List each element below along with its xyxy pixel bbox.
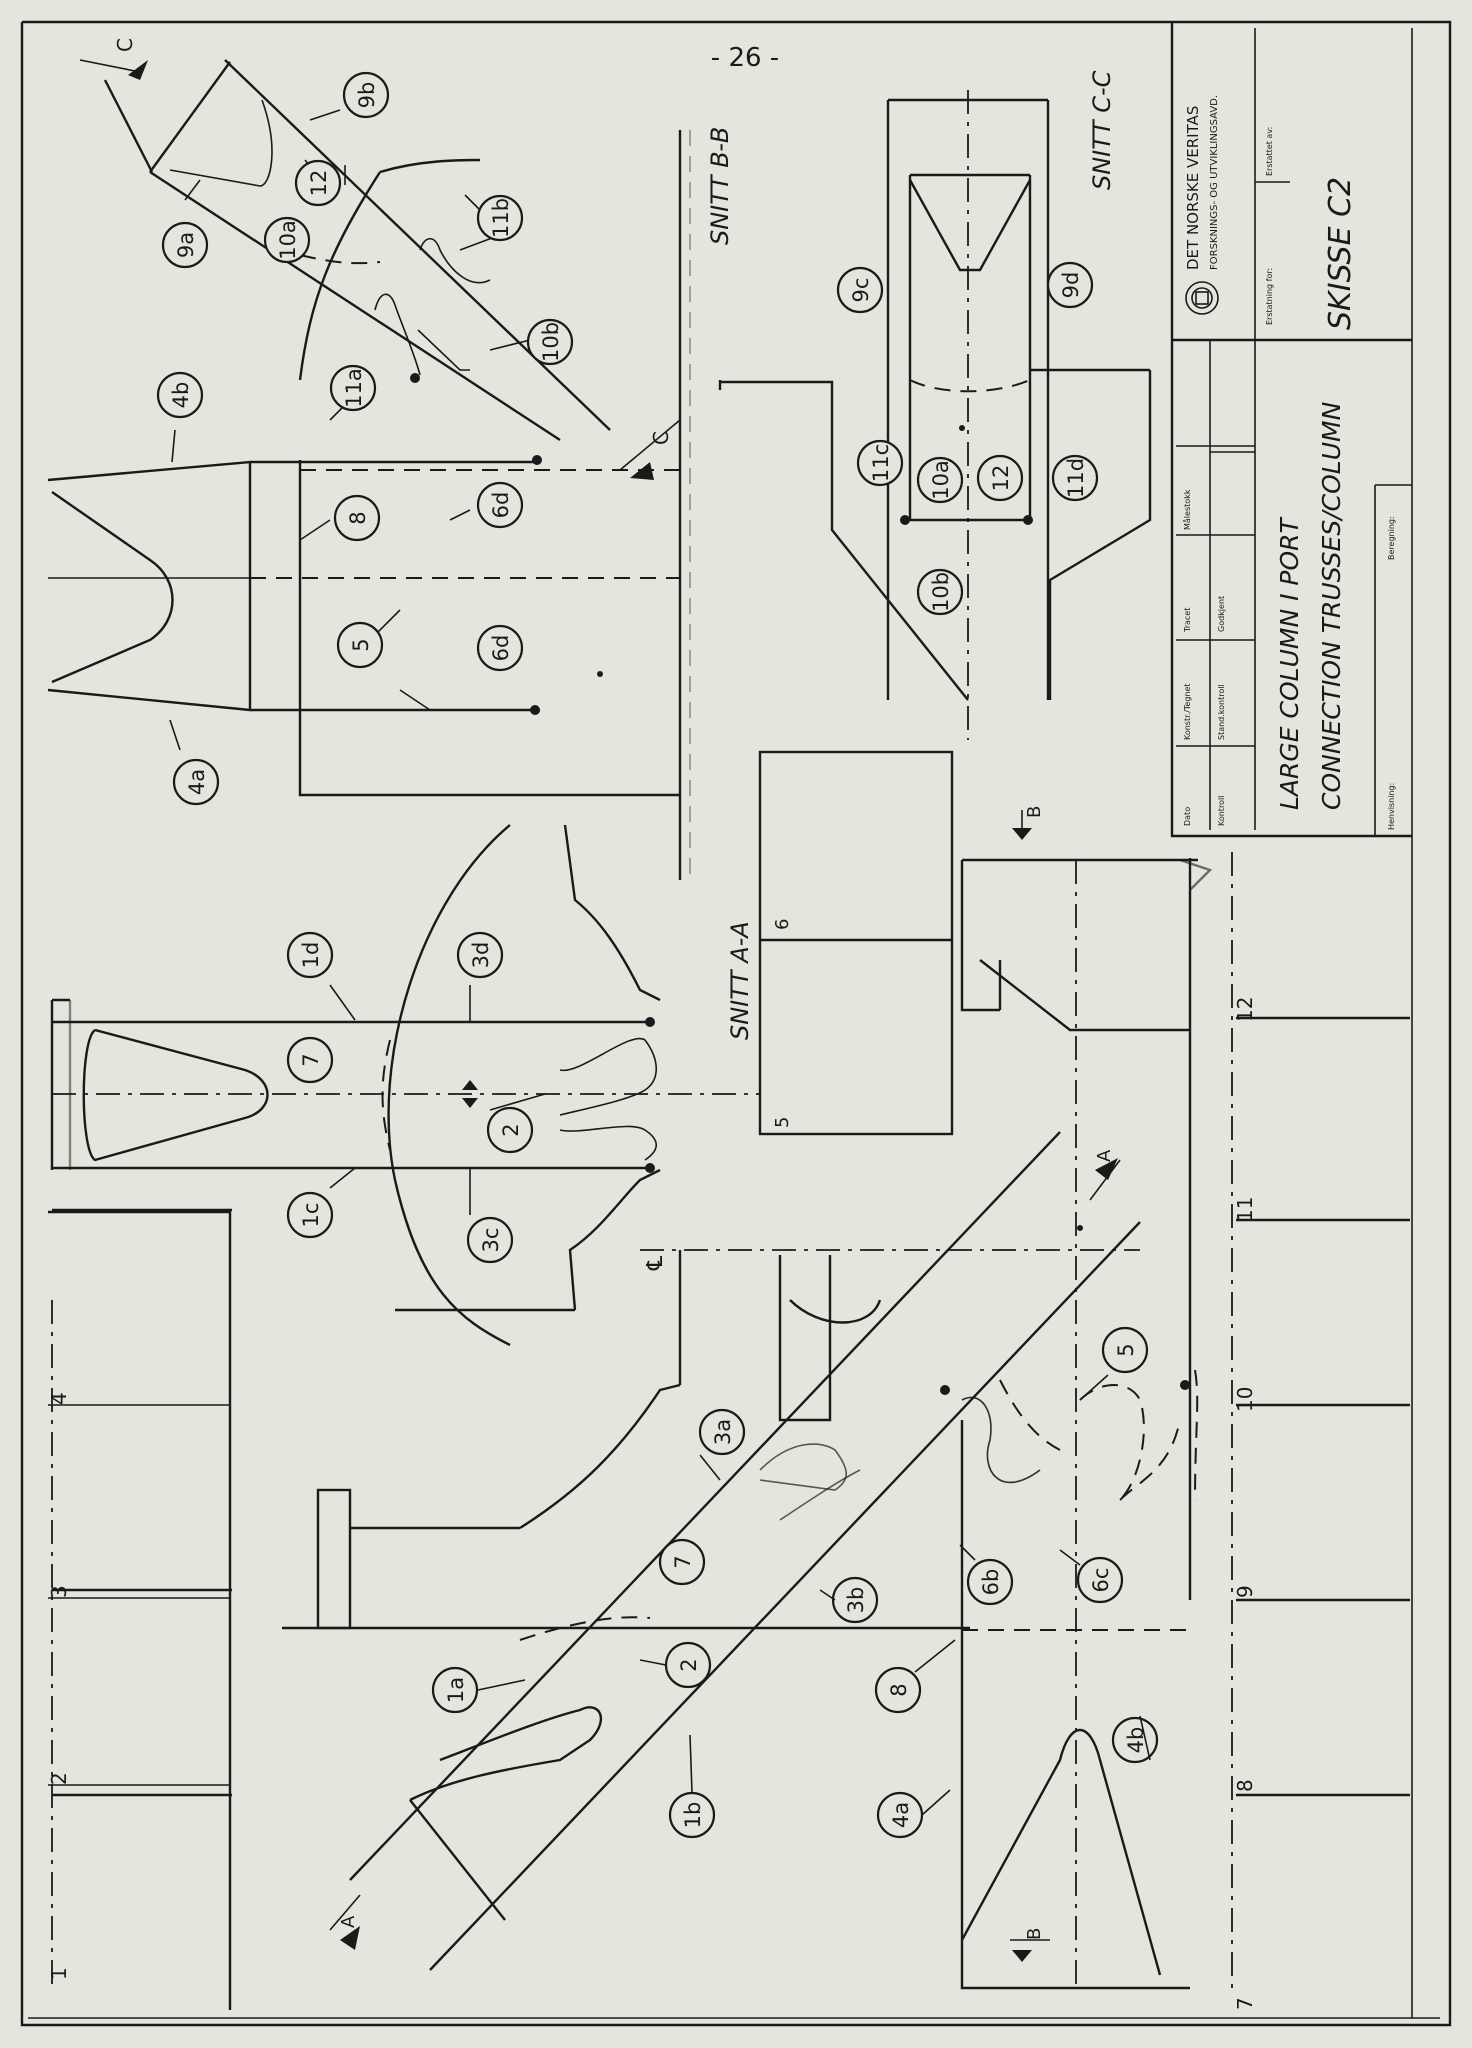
sketch-id: SKISSE C2 bbox=[1323, 177, 1358, 330]
part-8-upper: 8 bbox=[346, 511, 370, 524]
part-1b: 1b bbox=[681, 1802, 705, 1829]
grid-number-4: 4 bbox=[47, 1392, 71, 1405]
field-kontroll: Kontroll bbox=[1217, 796, 1226, 826]
erstattet-av-label: Erstattet av: bbox=[1265, 127, 1274, 176]
part-7-middle: 7 bbox=[299, 1053, 323, 1066]
part-1c: 1c bbox=[299, 1203, 323, 1228]
company-line2: FORSKNINGS- OG UTVIKLINGSAVD. bbox=[1209, 95, 1220, 270]
part-1d: 1d bbox=[299, 942, 323, 969]
part-3d: 3d bbox=[469, 942, 493, 969]
centerline-symbol: ℄ bbox=[643, 1255, 668, 1271]
part-4a: 4a bbox=[889, 1802, 913, 1828]
section-aa-view: 6 5 SNITT A-A bbox=[726, 750, 954, 1136]
field-beregning: Beregning: bbox=[1387, 516, 1396, 560]
part-10a-cc: 10a bbox=[929, 460, 953, 500]
part-4b: 4b bbox=[1124, 1727, 1148, 1754]
part-5-upper: 5 bbox=[349, 638, 373, 651]
part-10b-upper: 10b bbox=[539, 322, 563, 362]
grid-number-8: 8 bbox=[1233, 1779, 1257, 1792]
part-4c: 4a bbox=[185, 769, 209, 795]
title-line1: LARGE COLUMN I PORT bbox=[1275, 516, 1304, 810]
grid-number-9: 9 bbox=[1233, 1585, 1257, 1598]
section-aa-label: SNITT A-A bbox=[726, 921, 754, 1040]
page-number: - 26 - bbox=[711, 43, 779, 73]
section-marker-b-upper: B bbox=[1024, 806, 1045, 818]
erstatning-for-label: Erstatning for: bbox=[1265, 268, 1274, 325]
part-3a: 3a bbox=[711, 1419, 735, 1445]
left-grid: 1 2 3 4 bbox=[47, 1208, 232, 1990]
grid-number-1: 1 bbox=[47, 1967, 71, 1980]
field-malestokk: Målestokk bbox=[1182, 489, 1192, 530]
title-line2: CONNECTION TRUSSES/COLUMN bbox=[1317, 401, 1346, 810]
section-aa-box-top: 6 bbox=[772, 919, 793, 930]
part-9c: 9c bbox=[849, 278, 873, 303]
left-column-block bbox=[48, 1210, 232, 2010]
part-11a: 11a bbox=[342, 368, 366, 408]
field-tracet: Tracet bbox=[1183, 608, 1192, 633]
part-5-lower: 5 bbox=[1114, 1343, 1138, 1356]
grid-number-7: 7 bbox=[1233, 1997, 1257, 2010]
bottom-grid: 7 8 9 10 11 12 bbox=[1231, 852, 1410, 2010]
part-6d: 6d bbox=[489, 492, 513, 519]
field-standkontroll: Stand.kontroll bbox=[1217, 684, 1226, 740]
section-aa-box-bottom: 5 bbox=[772, 1117, 793, 1128]
part-4d: 4b bbox=[169, 382, 193, 409]
section-cc-view: SNITT C-C bbox=[718, 70, 1152, 740]
part-9a: 9a bbox=[174, 232, 198, 258]
part-11c: 11c bbox=[869, 444, 893, 482]
grid-number-10: 10 bbox=[1233, 1387, 1257, 1412]
part-2-middle: 2 bbox=[499, 1123, 523, 1136]
field-henvisning: Henvisning: bbox=[1387, 783, 1396, 830]
part-11b: 11b bbox=[489, 198, 513, 238]
field-godkjent: Godkjent bbox=[1217, 596, 1226, 632]
part-8-lower: 8 bbox=[887, 1683, 911, 1696]
grid-number-11: 11 bbox=[1233, 1197, 1257, 1222]
section-marker-b-lower: B bbox=[1024, 1928, 1045, 1940]
section-marker-a-lower: A bbox=[338, 1915, 359, 1928]
middle-column-view bbox=[50, 824, 760, 1347]
grid-number-2: 2 bbox=[47, 1772, 71, 1785]
part-2-lower: 2 bbox=[677, 1658, 701, 1671]
part-10b-cc: 10b bbox=[929, 572, 953, 612]
sheet-border bbox=[20, 20, 1452, 2027]
upper-column-view: C C bbox=[47, 38, 691, 880]
part-1a: 1a bbox=[444, 1677, 468, 1703]
lower-main-view: A A B B ℄ bbox=[282, 806, 1213, 1990]
part-6c: 6d bbox=[489, 635, 513, 662]
part-12-cc: 12 bbox=[989, 465, 1013, 492]
field-dato: Dato bbox=[1183, 807, 1192, 826]
part-9b: 9b bbox=[355, 82, 379, 109]
part-12-upper: 12 bbox=[307, 170, 331, 197]
field-konstr: Konstr./Tegnet bbox=[1183, 683, 1192, 740]
part-11d: 11d bbox=[1064, 458, 1088, 498]
part-6a: 6b bbox=[979, 1569, 1003, 1596]
section-marker-c-lower: C bbox=[649, 431, 673, 445]
title-block: DET NORSKE VERITAS FORSKNINGS- OG UTVIKL… bbox=[1170, 22, 1412, 838]
part-10a: 10a bbox=[276, 220, 300, 260]
section-marker-a-upper: A bbox=[1094, 1149, 1115, 1162]
part-7-lower: 7 bbox=[671, 1555, 695, 1568]
grid-number-3: 3 bbox=[47, 1585, 71, 1598]
section-bb-label: SNITT B-B bbox=[706, 127, 734, 245]
section-cc-label: SNITT C-C bbox=[1088, 70, 1116, 190]
section-marker-c-upper: C bbox=[113, 38, 137, 52]
part-6b: 6c bbox=[1089, 1568, 1113, 1593]
part-bubbles: 4b 4a 9a 9b 10a 12 11a 11b 10b 8 5 6d 6d… bbox=[156, 71, 1159, 1839]
part-9d: 9d bbox=[1059, 272, 1083, 299]
dnv-logo bbox=[1185, 281, 1219, 315]
part-3b: 3b bbox=[844, 1587, 868, 1614]
grid-number-12: 12 bbox=[1233, 997, 1257, 1022]
part-3c: 3c bbox=[479, 1228, 503, 1253]
company-line1: DET NORSKE VERITAS bbox=[1184, 106, 1202, 270]
